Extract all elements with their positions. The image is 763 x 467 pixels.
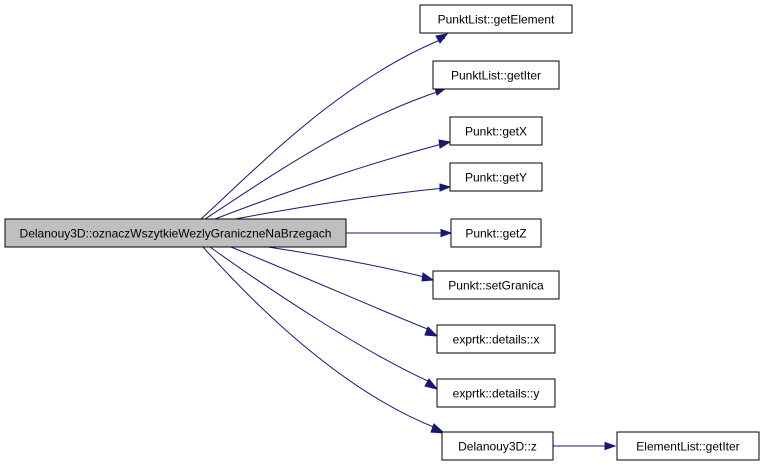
node-label: Punkt::setGranica [448, 279, 544, 293]
node-label: Delanouy3D::z [458, 440, 537, 454]
node-elementlist-getiter[interactable]: ElementList::getIter [616, 431, 760, 461]
node-label: Punkt::getX [465, 125, 527, 139]
node-punkt-getx[interactable]: Punkt::getX [449, 116, 543, 146]
node-punktlist-getiter[interactable]: PunktList::getIter [432, 60, 560, 90]
call-nodes: Delanouy3D::oznaczWszytkieWezlyGraniczne… [4, 4, 760, 461]
node-box [449, 162, 543, 192]
node-punktlist-getelement[interactable]: PunktList::getElement [419, 4, 573, 34]
node-box [616, 431, 760, 461]
edge-root-to-punktlist-getelement [200, 37, 446, 220]
node-label: Delanouy3D::oznaczWszytkieWezlyGraniczne… [20, 227, 332, 241]
node-box [419, 4, 573, 34]
node-label: PunktList::getIter [451, 69, 541, 83]
node-exprtk-details-y[interactable]: exprtk::details::y [436, 378, 556, 408]
edge-arrowhead [604, 441, 617, 451]
node-punkt-getz[interactable]: Punkt::getZ [450, 218, 542, 248]
node-label: Punkt::getZ [465, 227, 526, 241]
node-punkt-setgranica[interactable]: Punkt::setGranica [432, 270, 560, 300]
edge-root-to-punktlist-getiter [204, 89, 444, 220]
edge-arrowhead [421, 272, 435, 282]
node-label: Punkt::getY [465, 171, 527, 185]
call-edges [200, 33, 617, 451]
edge-arrowhead [435, 33, 449, 44]
node-box [432, 270, 560, 300]
edge-root-to-exprtk-details-x [230, 246, 431, 331]
edge-root-to-punkt-getx [214, 142, 447, 220]
node-label: PunktList::getElement [438, 13, 555, 27]
node-box [441, 431, 554, 461]
edge-root-to-punkt-gety [234, 187, 447, 220]
node-label: exprtk::details::y [453, 387, 540, 401]
node-box [4, 218, 347, 248]
edge-arrowhead [424, 378, 439, 390]
edge-arrowhead [424, 326, 439, 337]
node-box [432, 60, 560, 90]
edge-arrowhead [438, 139, 452, 149]
node-root-function[interactable]: Delanouy3D::oznaczWszytkieWezlyGraniczne… [4, 218, 347, 248]
node-label: exprtk::details::x [453, 333, 540, 347]
edge-arrowhead [439, 183, 452, 192]
node-delanouy3d-z[interactable]: Delanouy3D::z [441, 431, 554, 461]
edge-arrowhead [430, 423, 446, 434]
node-box [436, 378, 556, 408]
edge-root-to-exprtk-details-y [209, 246, 431, 383]
node-box [436, 324, 556, 354]
node-box [450, 218, 542, 248]
edge-root-to-punkt-setgranica [267, 246, 425, 278]
node-box [449, 116, 543, 146]
node-exprtk-details-x[interactable]: exprtk::details::x [436, 324, 556, 354]
edge-arrowhead [440, 228, 453, 238]
node-punkt-gety[interactable]: Punkt::getY [449, 162, 543, 192]
edge-root-to-delanouy3d-z [202, 246, 437, 429]
node-label: ElementList::getIter [636, 440, 739, 454]
